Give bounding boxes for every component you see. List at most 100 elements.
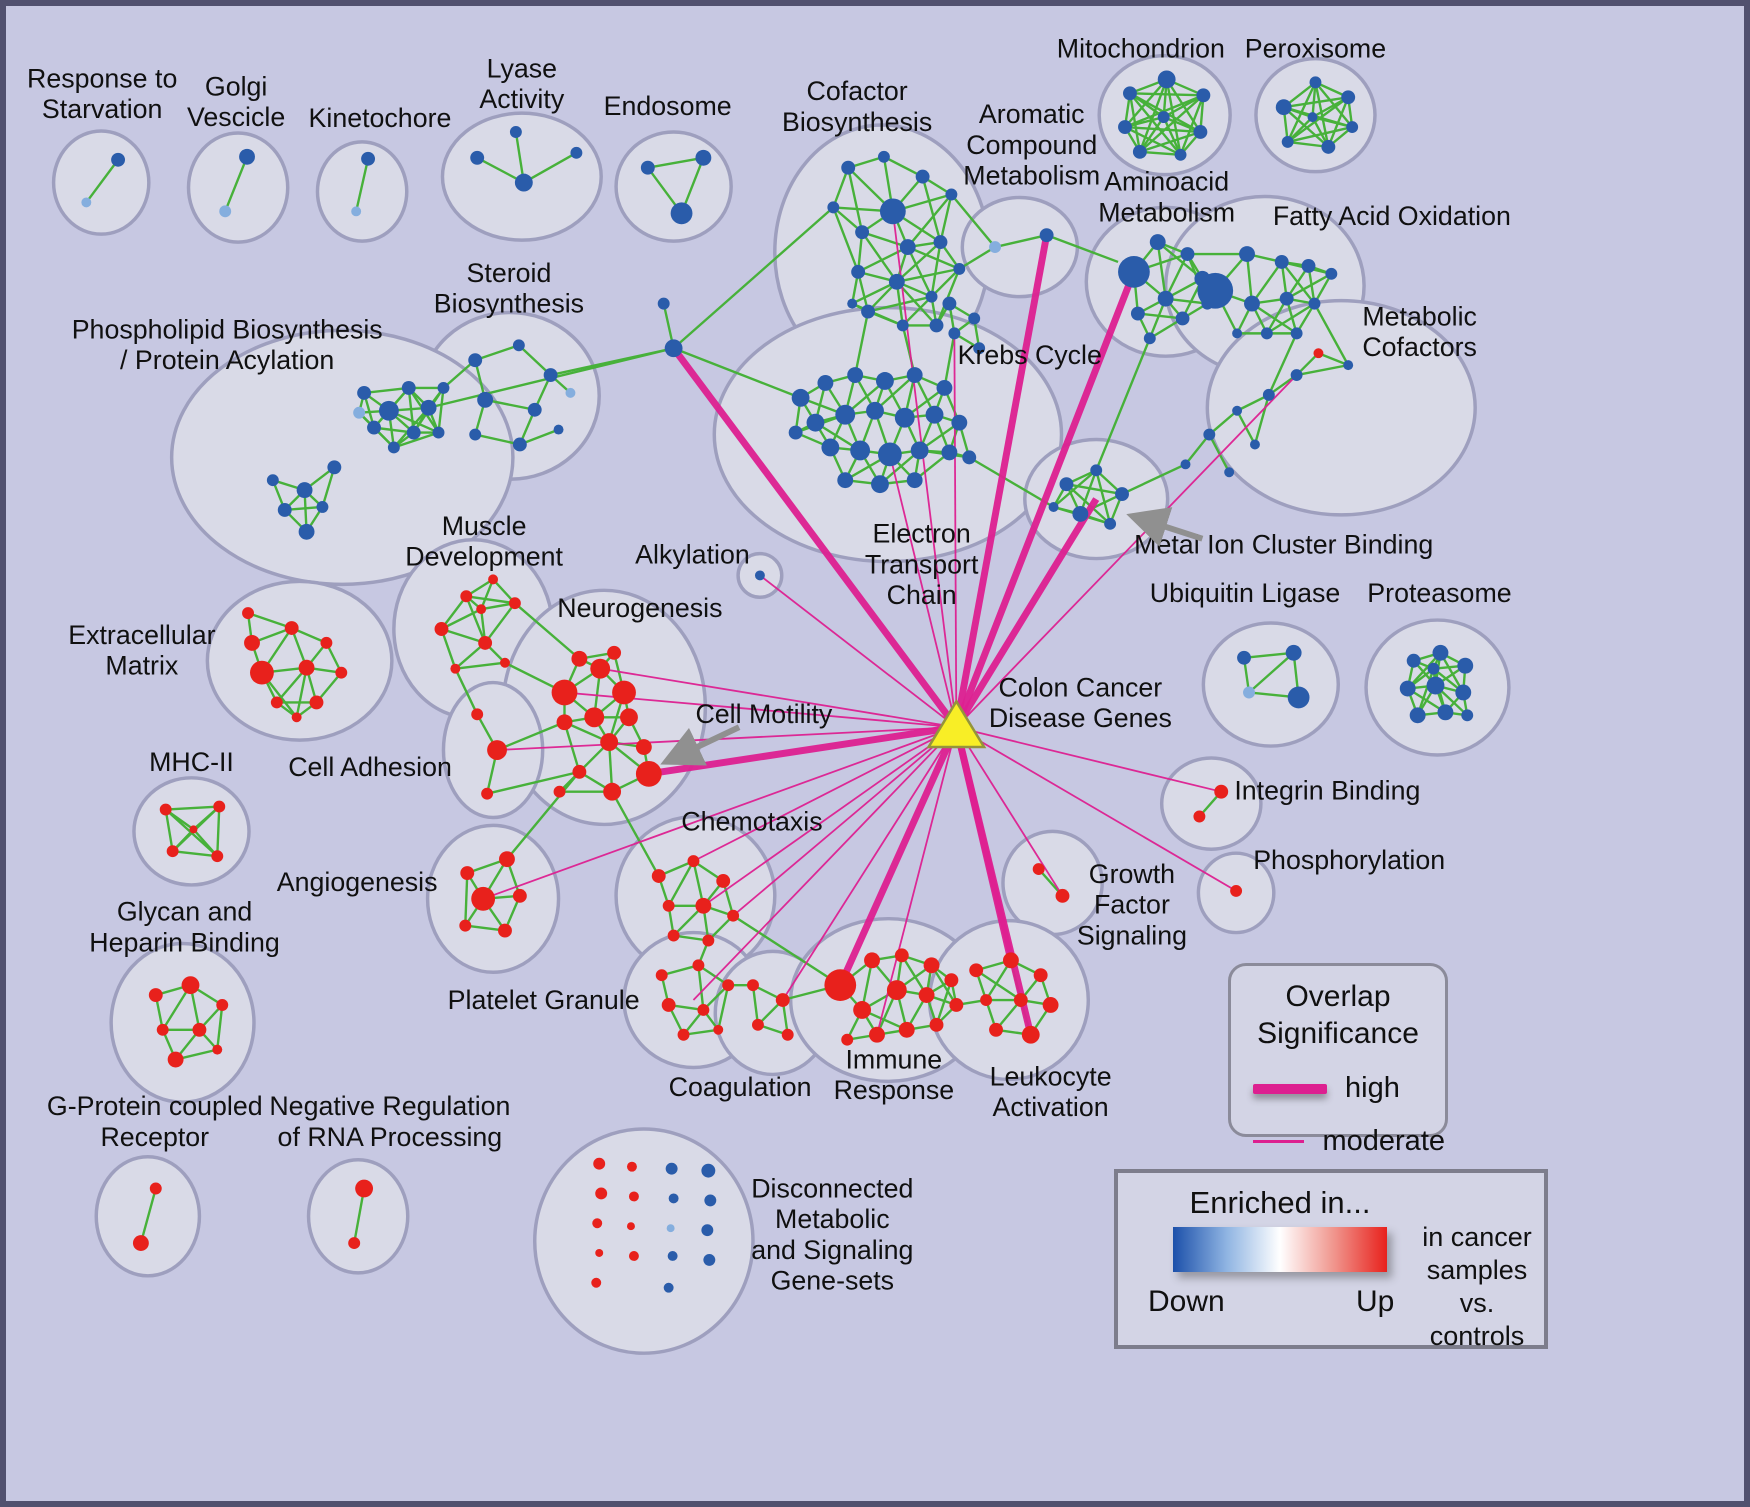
mhc-ii-node [213, 800, 226, 813]
inter-cluster-edge [1095, 337, 1151, 471]
muscle-development-edge [466, 595, 516, 605]
muscle-development-node [450, 663, 461, 674]
cofactor-biosynthesis-edge [883, 155, 924, 178]
cofactor-biosynthesis-edge [895, 280, 938, 327]
electron-transport-chain-node [906, 367, 923, 383]
glycan-heparin-binding-node [216, 999, 229, 1011]
muscle-development-node [460, 590, 473, 603]
metabolic-cofactors-region [1205, 298, 1477, 517]
platelet-granule-node [713, 1024, 724, 1035]
mitochondrion-edge [1163, 94, 1204, 119]
cofactor-biosynthesis-edge [867, 295, 932, 313]
metabolic-cofactors-node [1232, 405, 1243, 416]
hub-edge-moderate [702, 726, 957, 907]
hub-edge-moderate [600, 667, 957, 729]
disconnected-gene-sets-node [667, 1251, 678, 1261]
inter-cluster-edge [486, 770, 580, 795]
phospholipid-biosynthesis-protein-acylation-node [266, 474, 279, 487]
immune-response-node [864, 952, 880, 969]
inter-cluster-edge [1121, 463, 1187, 496]
extracellular-matrix-node [242, 607, 254, 620]
alkylation-node [754, 570, 765, 581]
ubiquitin-ligase-node [1285, 644, 1302, 661]
golgi-vescicle-region [186, 131, 290, 244]
hub-edge-moderate [955, 726, 1064, 897]
disconnected-gene-sets-node [593, 1157, 606, 1170]
cofactor-biosynthesis-node [877, 150, 890, 163]
endosome-region [614, 130, 733, 243]
proteasome-node [1437, 704, 1454, 721]
hub-edge-moderate [693, 726, 957, 862]
krebs-cycle-node [942, 296, 957, 311]
integrin-binding-node [1193, 810, 1206, 823]
hub-edge-moderate [496, 726, 957, 751]
proteasome-node [1406, 653, 1421, 668]
immune-response-node [894, 948, 909, 963]
hub-edge-moderate [732, 726, 957, 917]
krebs-cycle-node [968, 312, 981, 325]
fatty-acid-oxidation-edge [1266, 302, 1316, 335]
cofactor-biosynthesis-edge [906, 246, 933, 298]
mhc-ii-node [166, 845, 179, 858]
muscle-development-node [508, 597, 521, 610]
proteasome-node [1399, 680, 1416, 697]
aminoacid-metabolism-node [1157, 290, 1174, 307]
hub-edge-high [648, 723, 957, 778]
peroxisome-edge [1286, 81, 1317, 143]
g-protein-coupled-receptor-node [149, 1182, 162, 1195]
overlap-moderate-row: moderate [1253, 1125, 1445, 1158]
immune-response-node [898, 1021, 915, 1038]
bridge-node-node [657, 297, 670, 310]
proteasome-node [1409, 707, 1426, 724]
negative-regulation-rna-processing-node [355, 1179, 374, 1198]
mhc-ii-node [159, 803, 172, 816]
lyase-activity-node [470, 150, 485, 165]
metal-ion-pointer-arrow [1126, 507, 1204, 547]
endosome-label: Endosome [604, 91, 732, 121]
aromatic-compound-metabolism-node [989, 241, 1001, 254]
enrichment-legend-title: Enriched in... [1189, 1185, 1371, 1220]
inter-cluster-edge [968, 456, 1055, 509]
muscle-development-node [434, 622, 449, 636]
leukocyte-activation-node [1033, 968, 1048, 983]
mitochondrion-node [1193, 125, 1208, 139]
steroid-biosynthesis-node [527, 402, 542, 417]
fatty-acid-oxidation-edge [1286, 272, 1332, 300]
peroxisome-node [1309, 76, 1322, 89]
electron-transport-chain-node [821, 438, 840, 457]
fatty-acid-oxidation-node [1279, 291, 1294, 306]
hub-edge-high [953, 497, 1100, 730]
inter-cluster-edge [950, 193, 996, 248]
metal-ion-cluster-binding-edge [1052, 469, 1098, 508]
electron-transport-chain-node [951, 414, 968, 431]
response-to-starvation-node [111, 152, 126, 167]
neurogenesis-node [635, 760, 662, 787]
krebs-cycle-label: Krebs Cycle [958, 340, 1102, 370]
muscle-development-edge [441, 627, 486, 645]
extracellular-matrix-node [320, 636, 333, 649]
aminoacid-metabolism-node [1149, 234, 1166, 251]
disconnected-gene-sets-node [663, 1282, 674, 1293]
peroxisome-node [1307, 112, 1318, 123]
metal-ion-cluster-binding-node [1090, 464, 1103, 477]
disconnected-gene-sets-node [591, 1277, 602, 1288]
phospholipid-biosynthesis-protein-acylation-node [401, 380, 416, 395]
hub-edge-moderate [889, 454, 958, 728]
phospholipid-biosynthesis-protein-acylation-edge [437, 387, 445, 433]
extracellular-matrix-node [298, 659, 315, 676]
cell-motility-label: Cell Motility [695, 699, 832, 729]
angiogenesis-node [459, 919, 472, 932]
cofactor-biosynthesis-node [847, 298, 858, 309]
neurogenesis-node [600, 733, 619, 752]
mitochondrion-edge [1165, 79, 1182, 156]
immune-response-node [929, 1017, 944, 1032]
extracellular-matrix-node [270, 696, 283, 709]
extracellular-matrix-edge [247, 611, 293, 630]
mitochondrion-node [1157, 70, 1176, 89]
electron-transport-chain-node [871, 475, 889, 494]
leukocyte-activation-node [1002, 952, 1019, 969]
disconnected-gene-sets-node [595, 1187, 608, 1200]
kinetochore-node [351, 206, 362, 217]
